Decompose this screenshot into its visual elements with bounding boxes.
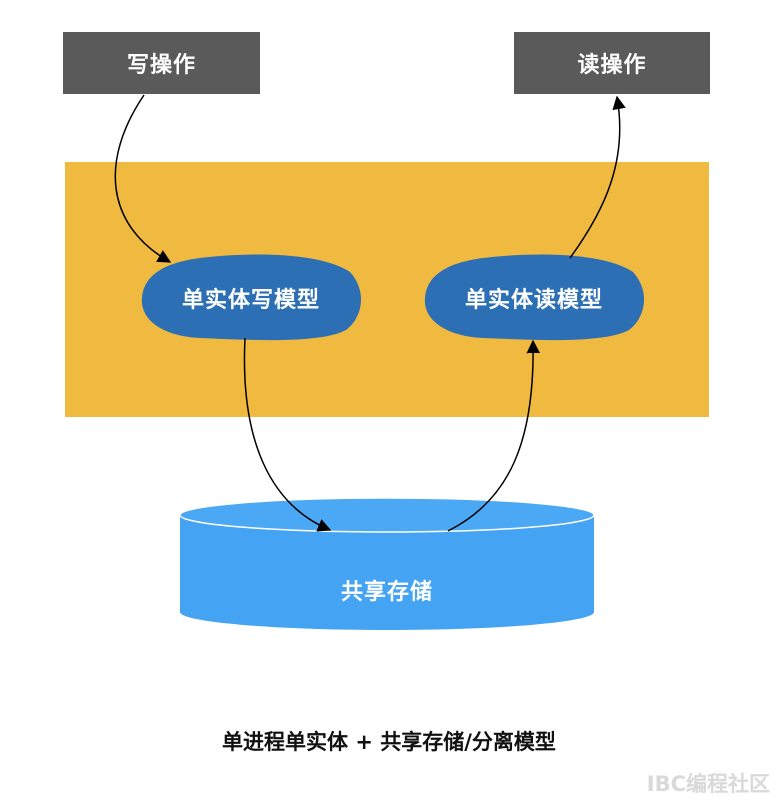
- diagram-caption: 单进程单实体 + 共享存储/分离模型: [222, 730, 556, 754]
- read-operation-label: 读操作: [577, 53, 647, 78]
- write-model-blob: [141, 254, 362, 341]
- read-model-label: 单实体读模型: [464, 288, 603, 313]
- write-model-label: 单实体写模型: [181, 288, 320, 313]
- arrow-write-model-to-storage: [243, 337, 332, 532]
- shared-storage-cylinder: [179, 497, 595, 630]
- read-operation-box: 读操作: [514, 32, 710, 94]
- arrow-read-model-to-read-op: [569, 95, 626, 259]
- watermark: IBC编程社区: [646, 772, 770, 796]
- write-operation-box: 写操作: [63, 32, 260, 94]
- read-model-blob: [424, 254, 645, 341]
- write-operation-label: 写操作: [126, 53, 196, 78]
- arrow-write-op-to-write-model: [114, 94, 172, 263]
- shared-storage-label: 共享存储: [340, 580, 433, 605]
- arrow-storage-to-read-model: [447, 339, 540, 532]
